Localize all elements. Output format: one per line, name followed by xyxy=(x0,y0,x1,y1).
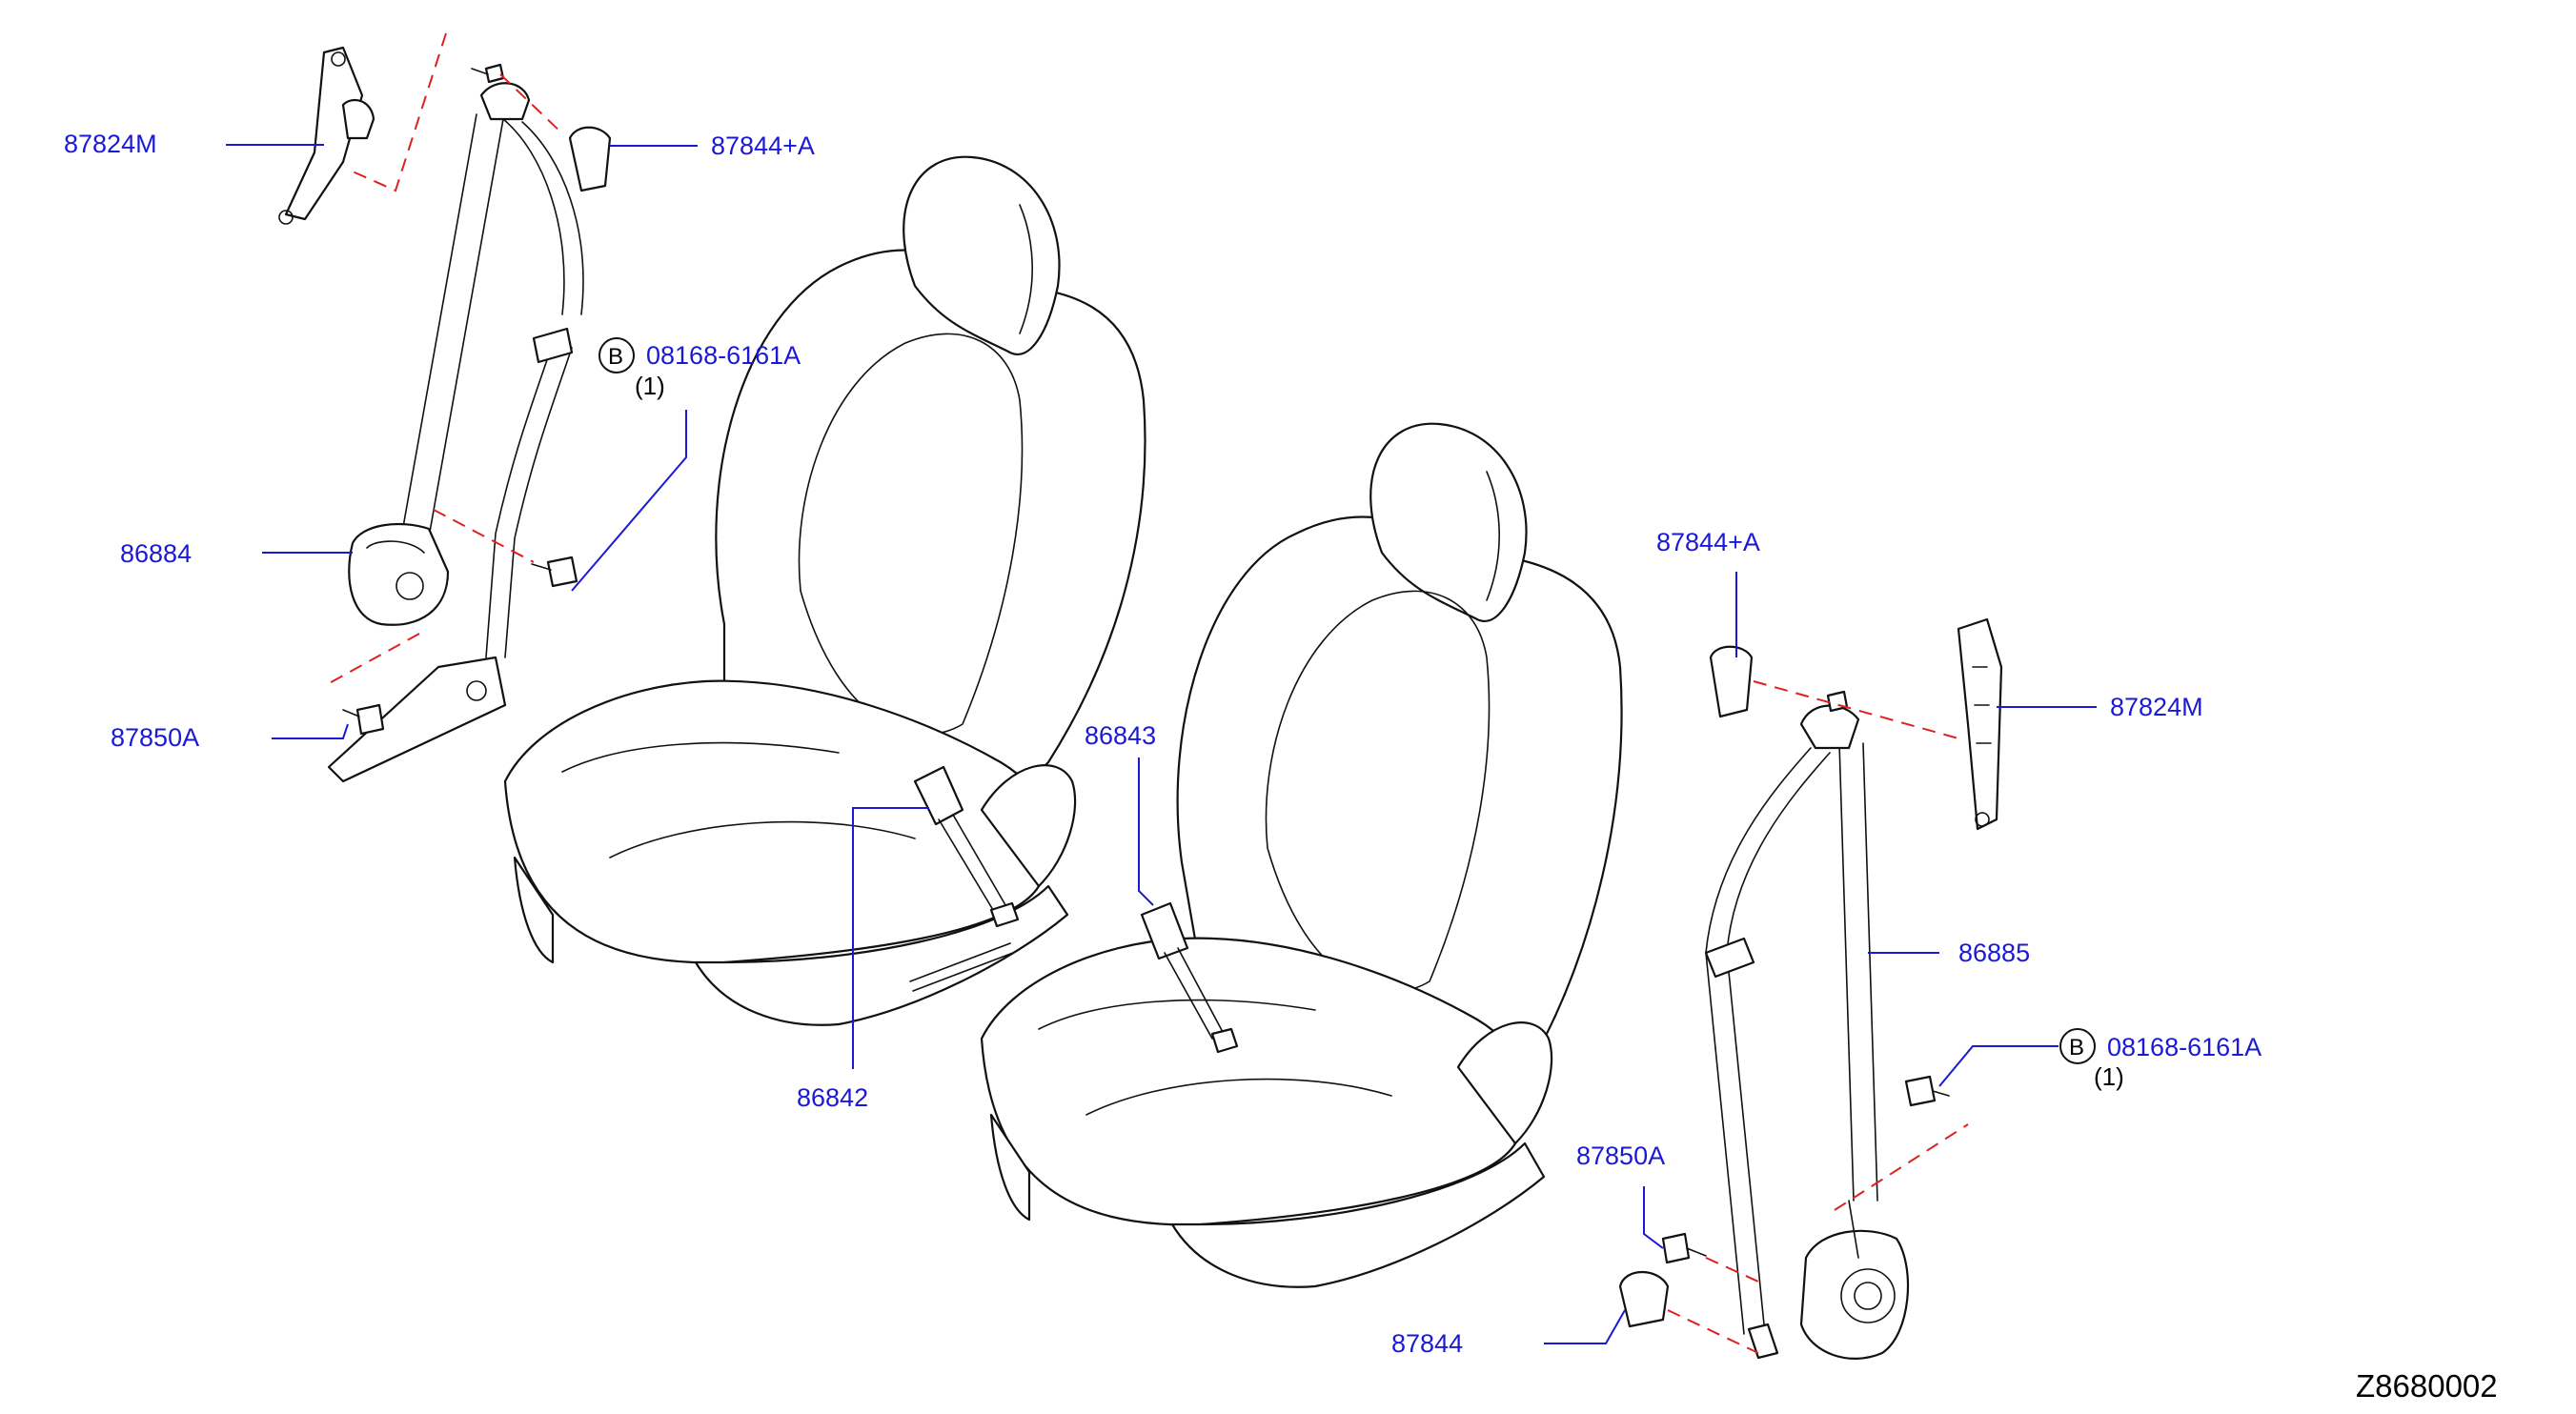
right-dring-cover xyxy=(1709,645,1754,718)
label-86843: 86843 xyxy=(1085,721,1156,750)
left-dring-cover xyxy=(568,126,612,192)
label-86884: 86884 xyxy=(120,539,192,568)
label-87824m-right: 87824M xyxy=(2110,693,2203,721)
right-seat-buckle xyxy=(1140,901,1239,1054)
label-87844: 87844 xyxy=(1391,1329,1463,1358)
left-seat-buckle xyxy=(913,765,1020,928)
qty-08168-6161a-left: (1) xyxy=(635,372,665,400)
label-87850a-right: 87850A xyxy=(1576,1141,1665,1170)
bolt-symbol-left xyxy=(598,337,635,374)
right-adjuster-rail xyxy=(1957,617,2003,831)
label-86885: 86885 xyxy=(1958,939,2030,967)
right-anchor-bolt xyxy=(1661,1232,1707,1264)
left-anchor-bolt xyxy=(342,703,385,736)
label-87844a-right: 87844+A xyxy=(1656,528,1760,556)
right-upper-bolt xyxy=(1826,690,1849,713)
right-belt-assembly xyxy=(1704,704,1910,1360)
label-08168-6161a-left: 08168-6161A xyxy=(646,341,801,370)
left-upper-bolt xyxy=(471,63,505,84)
left-belt-assembly xyxy=(327,82,584,783)
label-08168-6161a-right: 08168-6161A xyxy=(2107,1033,2262,1061)
diagram-code: Z8680002 xyxy=(2356,1368,2498,1404)
dashed-connectors xyxy=(323,32,1969,1354)
right-mount-bolt xyxy=(1904,1075,1950,1107)
label-87844a-left: 87844+A xyxy=(711,131,815,160)
bolt-symbol-right-letter: B xyxy=(2069,1035,2084,1060)
label-87850a-left: 87850A xyxy=(111,723,199,752)
bolt-symbol-right xyxy=(2059,1028,2096,1064)
right-seat-illustration xyxy=(980,422,1623,1288)
part-labels: 87824M 87844+A B 08168-6161A (1) 86884 8… xyxy=(64,130,2498,1404)
leader-lines xyxy=(226,144,2097,1344)
left-seat-illustration xyxy=(503,155,1146,1026)
left-adjuster-rail xyxy=(278,46,375,225)
label-86842: 86842 xyxy=(797,1083,868,1112)
left-mount-bolt xyxy=(531,556,578,588)
qty-08168-6161a-right: (1) xyxy=(2094,1062,2124,1091)
right-anchor-cover xyxy=(1618,1271,1670,1328)
bolt-symbol-left-letter: B xyxy=(608,344,623,370)
label-87824m-left: 87824M xyxy=(64,130,157,158)
